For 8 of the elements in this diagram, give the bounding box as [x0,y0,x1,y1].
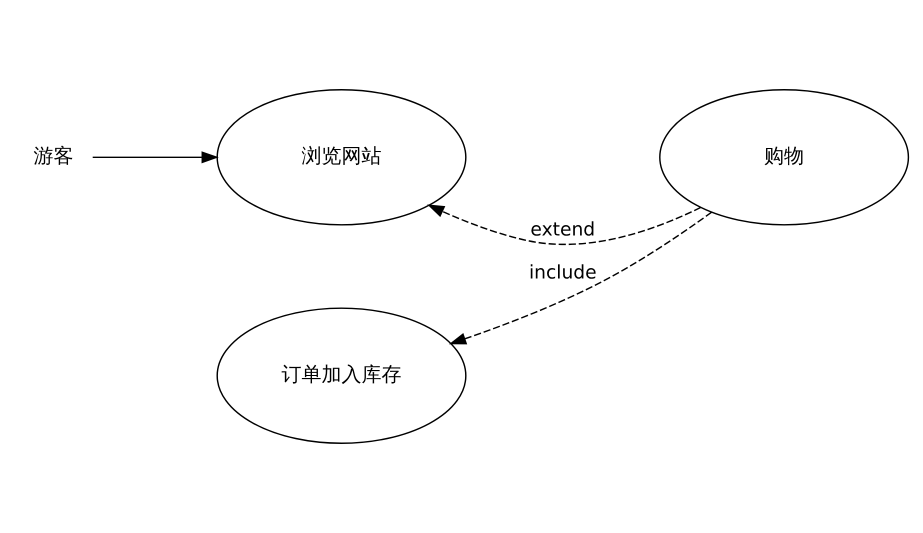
node-text: 游客 [33,144,74,168]
node-ellipse: 浏览网站 [216,89,467,226]
arrow [92,151,219,164]
arrow [448,212,712,344]
node-ellipse: 购物 [659,89,910,226]
edge-label: include [528,262,597,284]
arrow [427,204,701,245]
edge-label: extend [530,219,596,240]
